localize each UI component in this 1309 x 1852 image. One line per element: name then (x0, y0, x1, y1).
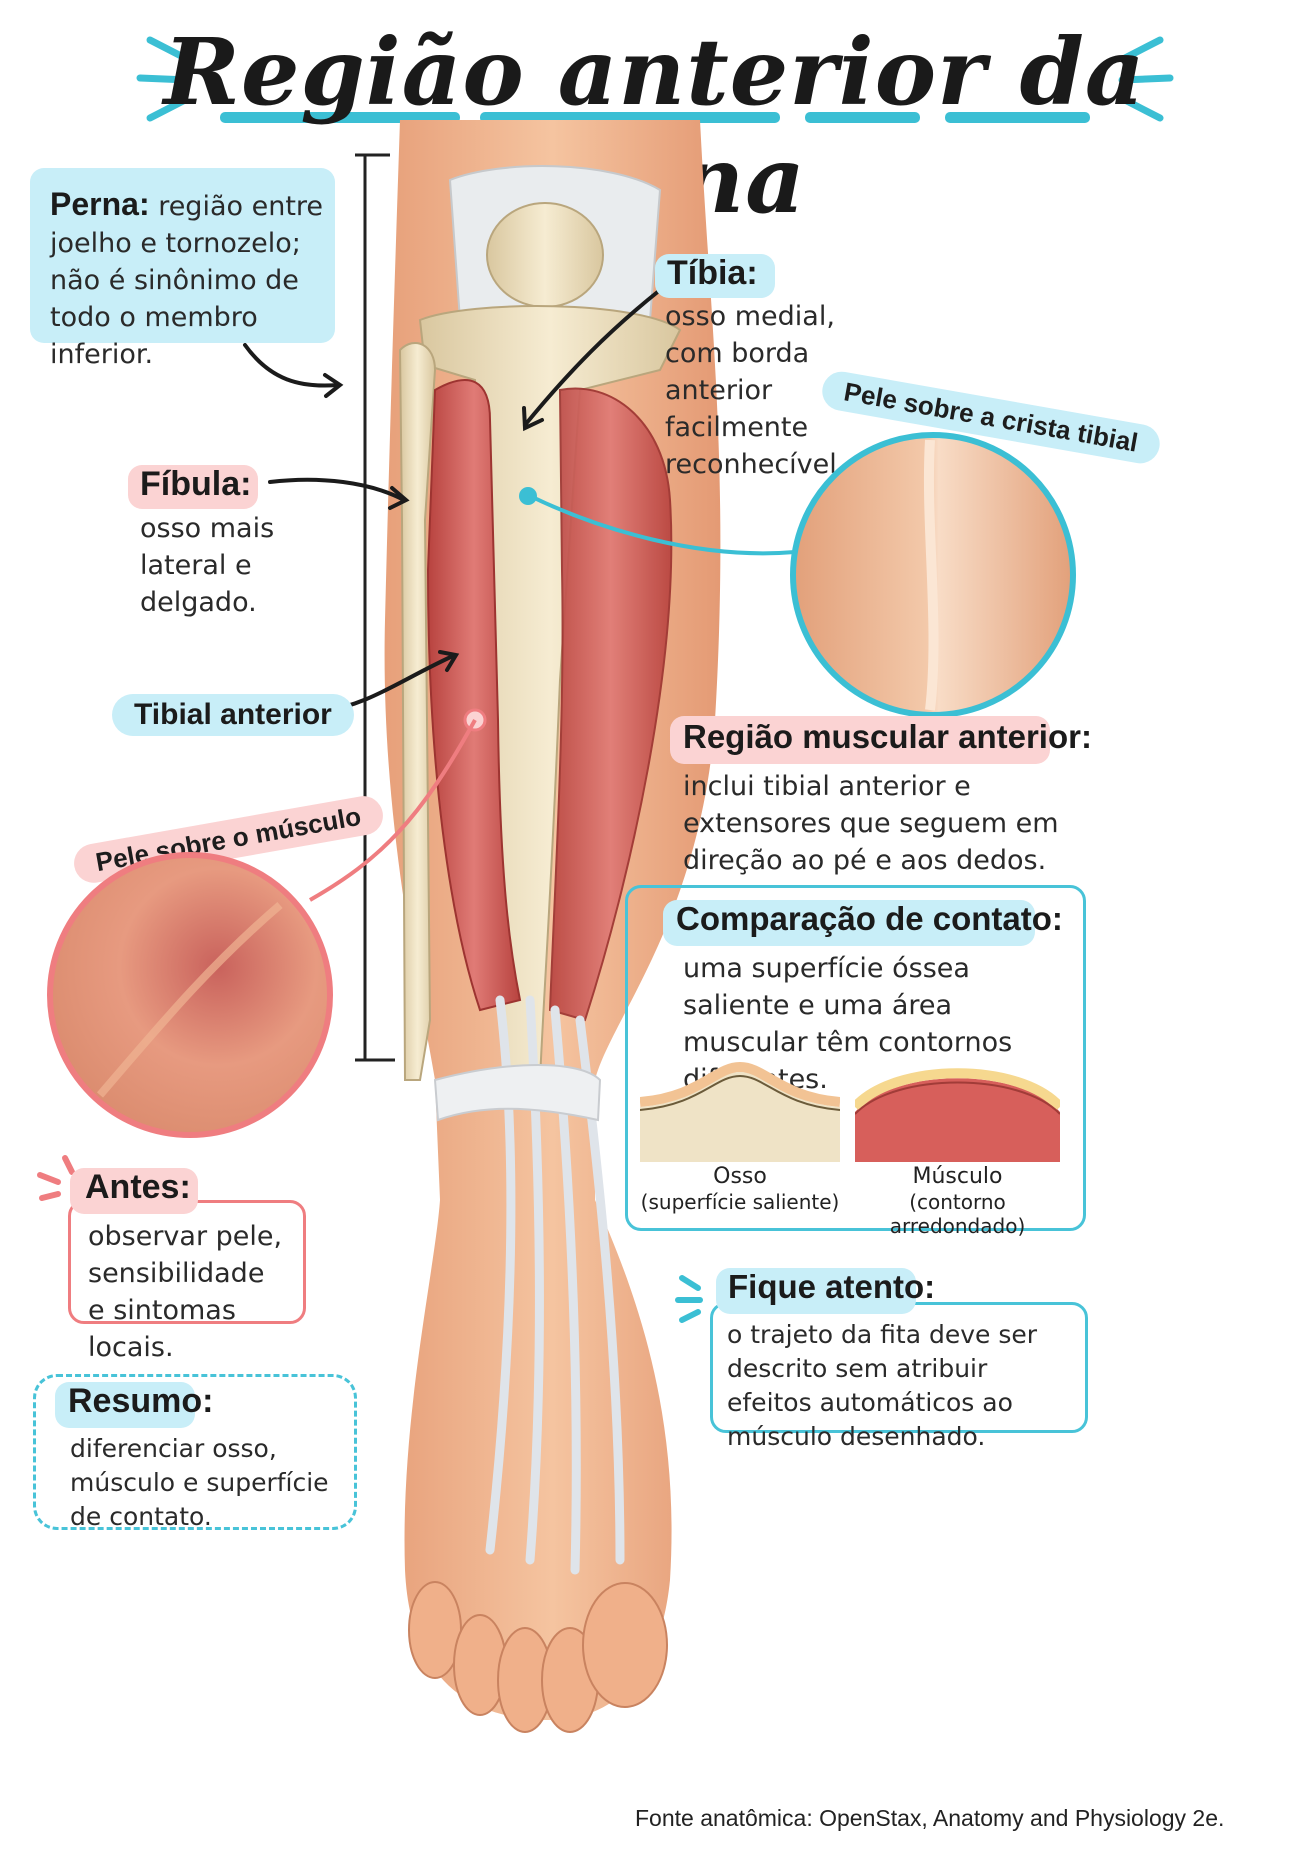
antes-text: observar pele, sensibilidade e sintomas … (88, 1221, 283, 1363)
fibula-bone (398, 341, 437, 1081)
antes-heading: Antes: (85, 1168, 191, 1206)
resumo-box (33, 1374, 357, 1530)
musculo-label: Músculo (912, 1164, 1003, 1189)
regiao-muscular-highlight (670, 716, 1050, 764)
comparacao-highlight (663, 900, 1035, 946)
regiao-muscular-text: inclui tibial anterior e extensores que … (683, 771, 1059, 876)
fibula-heading: Fíbula: (140, 465, 252, 503)
leg-bracket (355, 153, 395, 1062)
perna-highlight (30, 168, 335, 343)
musculo-sub: (contorno arredondado) (889, 1190, 1026, 1238)
tibialis-anterior-muscle (426, 379, 522, 1012)
fibula-highlight (128, 465, 258, 509)
toes (408, 1581, 668, 1733)
resumo-highlight (55, 1382, 195, 1428)
comparacao-text: uma superfície óssea saliente e uma área… (683, 953, 1013, 1095)
tibia-highlight (655, 254, 775, 298)
resumo-text: diferenciar osso, músculo e superfície d… (70, 1434, 329, 1531)
osso-sub: (superfície saliente) (640, 1190, 840, 1214)
skin-tibial-circle (790, 432, 1076, 718)
extensor-muscle (548, 387, 673, 1022)
perna-heading: Perna: (50, 186, 150, 222)
skin-muscle-circle (47, 852, 333, 1138)
antes-highlight (70, 1168, 198, 1214)
osso-label: Osso (713, 1164, 767, 1189)
leg-illustration (384, 120, 721, 1733)
source-citation: Fonte anatômica: OpenStax, Anatomy and P… (635, 1805, 1225, 1831)
muscle-contour-diagram (855, 1068, 1060, 1162)
resumo-heading: Resumo: (68, 1382, 214, 1420)
bone-contour-diagram (640, 1062, 840, 1162)
fibula-text: osso mais lateral e delgado. (140, 513, 275, 618)
fique-atento-highlight (716, 1268, 916, 1314)
perna-block: Perna: região entre joelho e tornozelo; … (50, 186, 340, 373)
fique-atento-spark-icon (675, 1275, 703, 1323)
perna-text: região entre joelho e tornozelo; não é s… (50, 191, 324, 370)
tibial-anterior-label: Tibial anterior (112, 694, 354, 736)
regiao-muscular-heading: Região muscular anterior: (683, 718, 1092, 755)
tibia-text: osso medial, com borda anterior facilmen… (665, 301, 846, 480)
fique-atento-heading: Fique atento: (728, 1268, 936, 1305)
antes-spark-icon (37, 1155, 75, 1201)
tibia-heading: Tíbia: (667, 254, 758, 292)
comparacao-box (625, 885, 1086, 1231)
retinaculum (433, 1064, 602, 1122)
fique-atento-text: o trajeto da fita deve ser descrito sem … (727, 1320, 1038, 1451)
comparacao-heading: Comparação de contato: (676, 900, 1063, 937)
